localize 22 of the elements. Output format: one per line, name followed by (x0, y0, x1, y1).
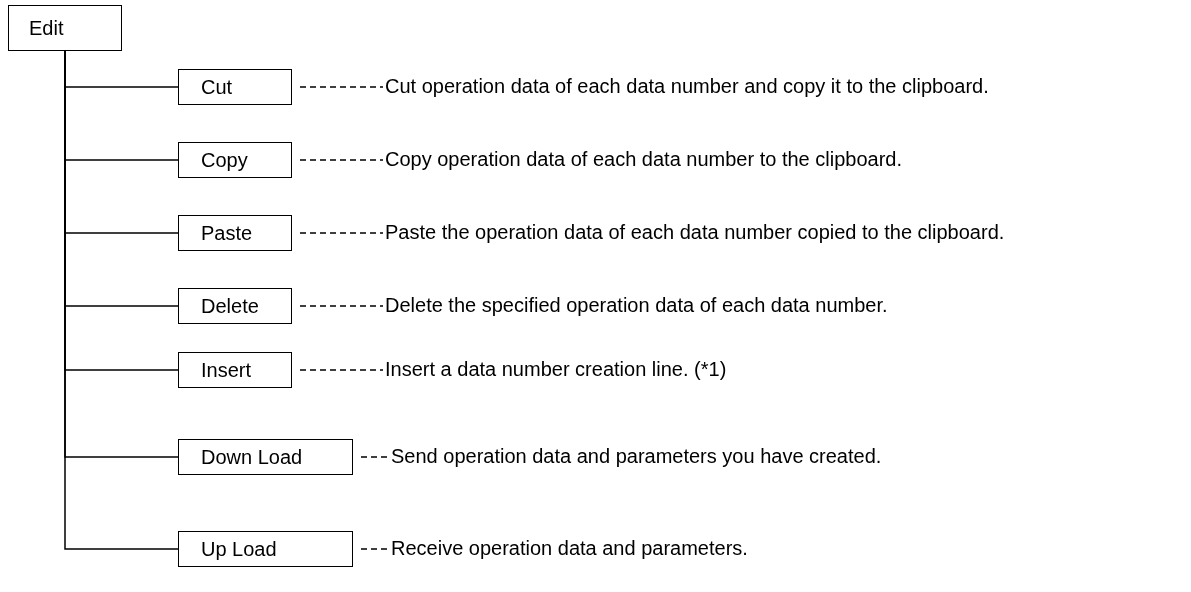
dashed-leader-line (299, 305, 384, 307)
description-text: Cut operation data of each data number and copy it to the clipboard. (385, 73, 1096, 100)
dashed-leader-line (299, 159, 384, 161)
dashed-leader-line (360, 456, 390, 458)
description-text: Paste the operation data of each data number copied to the clipboard. (385, 219, 1096, 246)
menu-item-box: Insert (178, 352, 292, 388)
menu-item-box: Copy (178, 142, 292, 178)
dashed-leader-line (299, 232, 384, 234)
menu-box: Edit (8, 5, 122, 51)
description-text: Send operation data and parameters you have created. (391, 443, 1096, 470)
dashed-leader-line (299, 369, 384, 371)
dashed-leader-line (360, 548, 390, 550)
description-text: Insert a data number creation line. (*1) (385, 356, 1096, 383)
description-text: Receive operation data and parameters. (391, 535, 1096, 562)
description-text: Copy operation data of each data number to the clipboard. (385, 146, 1096, 173)
menu-item-box: Cut (178, 69, 292, 105)
description-text: Delete the specified operation data of each data number. (385, 292, 1096, 319)
menu-item-box: Delete (178, 288, 292, 324)
menu-item-box: Paste (178, 215, 292, 251)
menu-item-box: Down Load (178, 439, 353, 475)
menu-item-box: Up Load (178, 531, 353, 567)
dashed-leader-line (299, 86, 384, 88)
